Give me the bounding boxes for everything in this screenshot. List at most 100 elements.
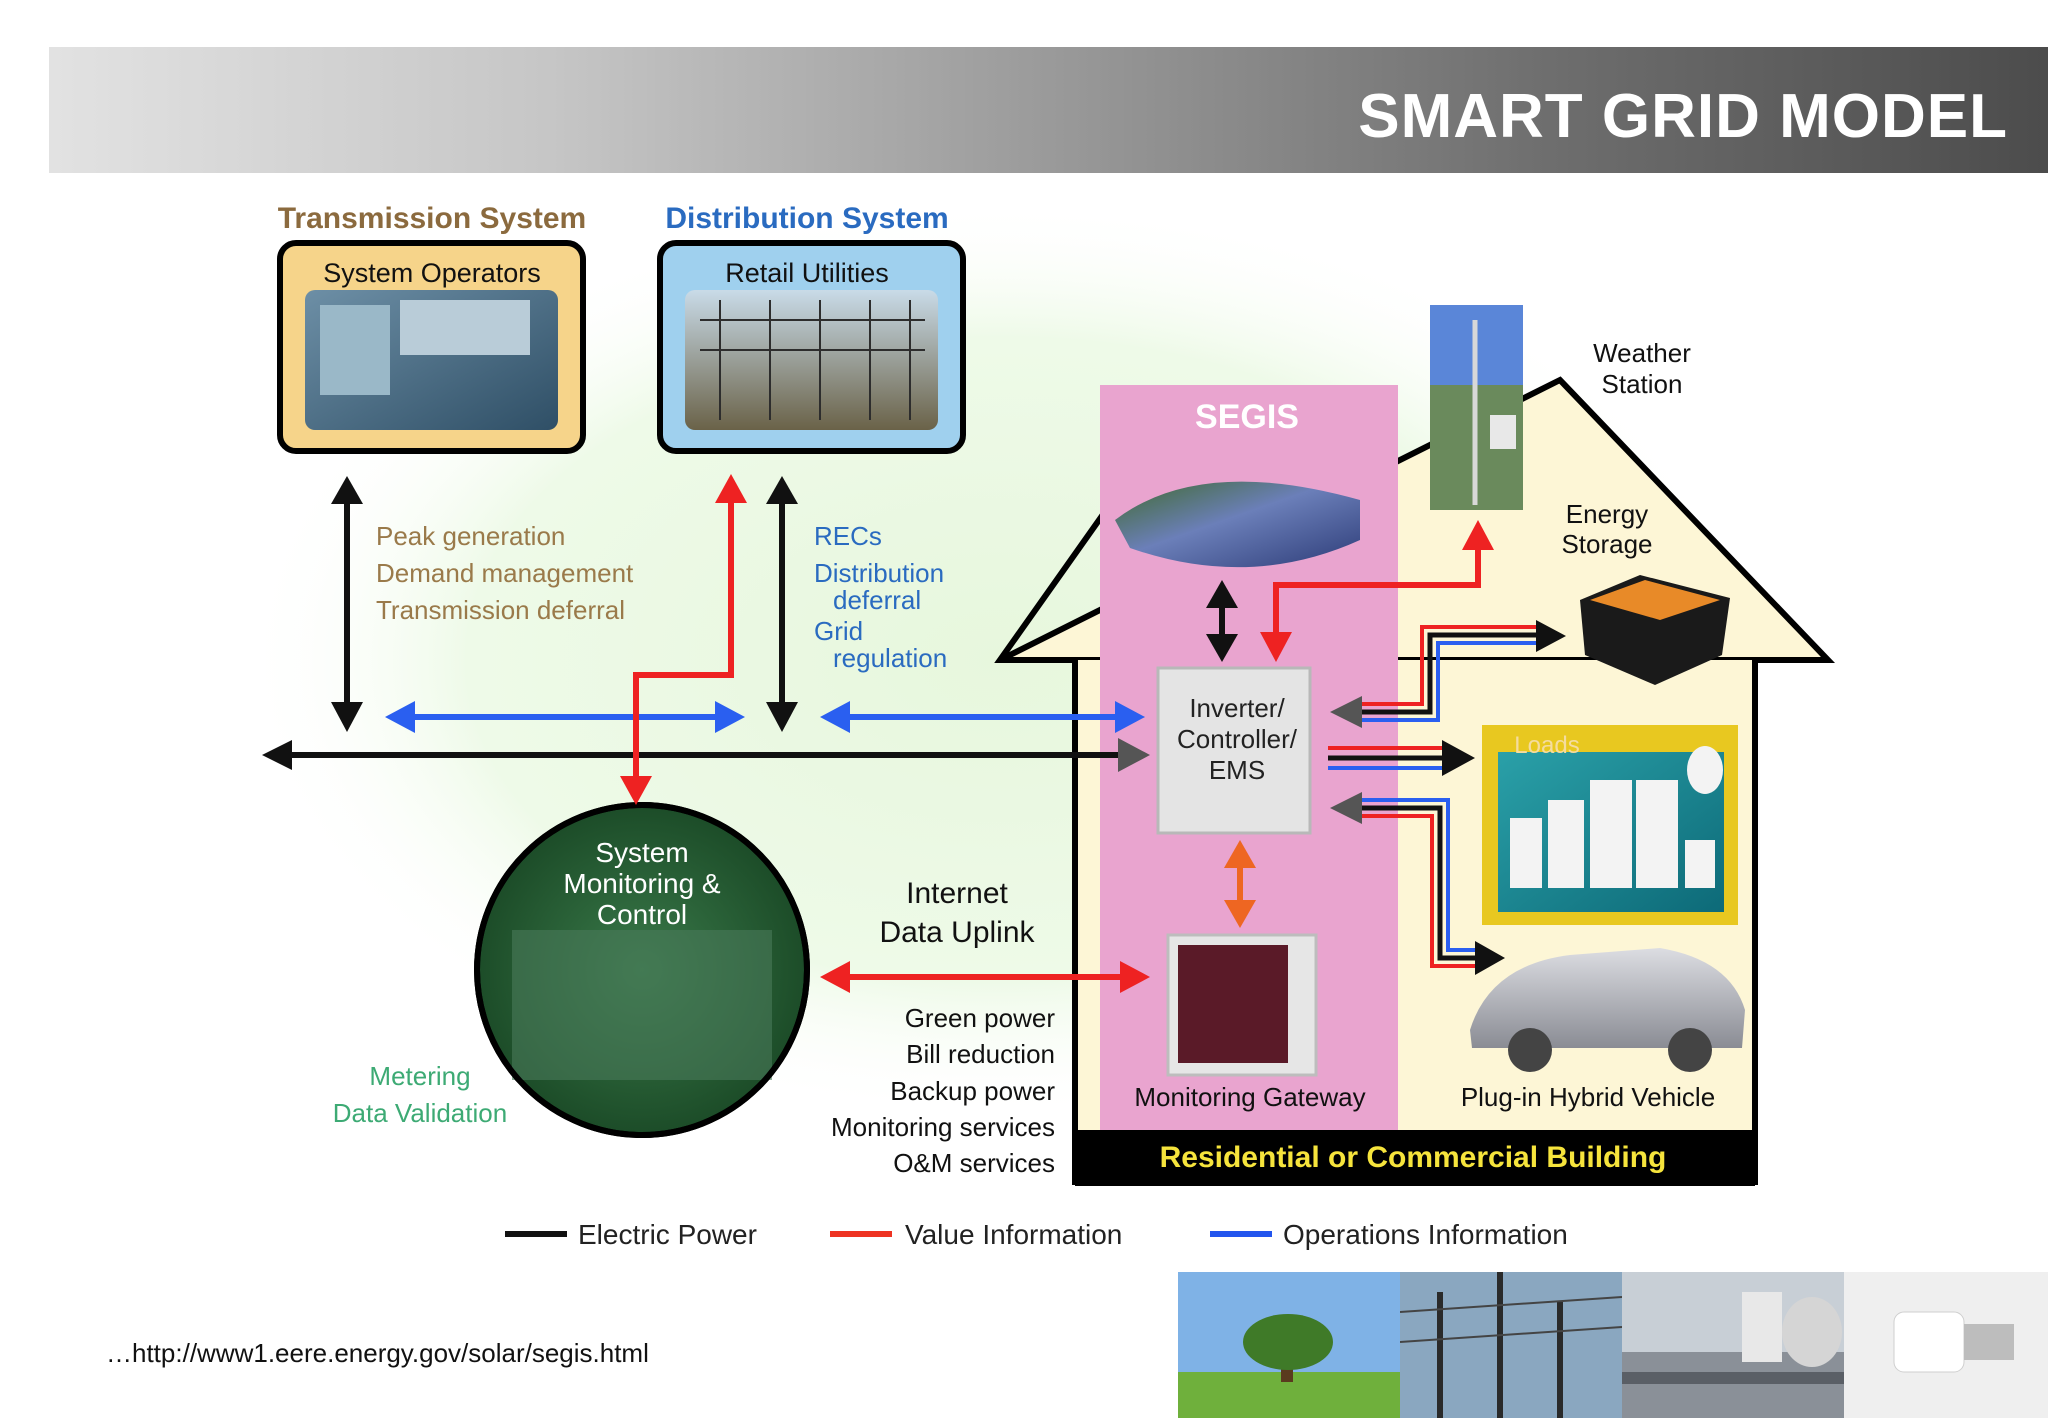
slide-header: SMART GRID MODEL	[49, 47, 2048, 173]
hybrid-car-photo	[1470, 948, 1745, 1048]
arrowhead	[1206, 580, 1238, 608]
slide-title: SMART GRID MODEL	[1358, 82, 2008, 151]
house-outline-right	[1752, 657, 1828, 1185]
benefit-peak-generation: Peak generation	[376, 521, 565, 551]
building-bar	[1075, 1130, 1755, 1186]
appliances	[1510, 746, 1723, 888]
gateway-panel	[1178, 945, 1288, 1063]
control-panel	[320, 305, 390, 395]
data-validation-label: Data Validation	[333, 1098, 507, 1128]
arrowhead	[1260, 632, 1292, 662]
inverter-label: Inverter/	[1189, 693, 1285, 723]
monitoring-circle-border	[474, 802, 810, 1138]
arrowhead	[715, 474, 747, 503]
plug-in-hybrid-label: Plug-in Hybrid Vehicle	[1461, 1082, 1715, 1112]
loads-label: Loads	[1514, 732, 1579, 759]
data-uplink-label: Data Uplink	[879, 916, 1035, 949]
weather-sensor	[1490, 415, 1516, 449]
legend-value-information: Value Information	[905, 1219, 1122, 1250]
benefit-backup-power: Backup power	[890, 1076, 1055, 1106]
substation-tile-photo	[1400, 1272, 1622, 1418]
benefit-grid: Grid	[814, 616, 863, 646]
substation-photo	[685, 290, 938, 430]
legend: Electric Power Value Information Operati…	[505, 1219, 1568, 1250]
pipeline-photo	[1622, 1272, 1844, 1418]
weather-station-label-2: Station	[1602, 369, 1683, 399]
system-operators-label: System Operators	[323, 258, 541, 288]
legend-electric-power: Electric Power	[578, 1219, 757, 1250]
arrowhead	[766, 702, 798, 732]
benefit-green-power: Green power	[905, 1003, 1056, 1033]
benefit-regulation: regulation	[833, 643, 947, 673]
internet-label: Internet	[906, 877, 1008, 910]
arrowhead	[1442, 740, 1475, 776]
connections	[262, 474, 1566, 993]
metering-label: Metering	[369, 1061, 470, 1091]
battery-power-line	[1352, 632, 1540, 715]
benefit-bill-reduction: Bill reduction	[906, 1039, 1055, 1069]
car-value-line	[1352, 814, 1478, 968]
server-rack-photo	[512, 930, 772, 1080]
car-ops-line	[1352, 798, 1478, 952]
arrowhead	[1206, 634, 1238, 662]
arrowhead	[620, 776, 652, 805]
battery-ops-line	[1352, 641, 1540, 722]
benefit-recs: RECs	[814, 521, 882, 551]
arrowhead	[715, 701, 745, 733]
arrowhead	[262, 740, 292, 770]
weather-station-label: Weather	[1593, 338, 1691, 368]
inverter-device	[1156, 666, 1312, 835]
house-outline-left	[994, 446, 1153, 1185]
building-label: Residential or Commercial Building	[1160, 1141, 1667, 1174]
monitoring-label-3: Control	[597, 899, 687, 930]
benefit-monitoring-services: Monitoring services	[831, 1112, 1055, 1142]
photo-strip	[1178, 1272, 2048, 1418]
arrowhead	[1330, 792, 1362, 824]
battery-top	[1590, 580, 1720, 620]
car-power-line	[1352, 805, 1478, 961]
source-link[interactable]: …http://www1.eere.energy.gov/solar/segis…	[106, 1338, 649, 1368]
retail-utilities-label: Retail Utilities	[725, 258, 889, 288]
bulb-photo-graphic	[1844, 1272, 2048, 1418]
arrowhead	[766, 476, 798, 504]
monitoring-label-2: Monitoring &	[563, 868, 721, 899]
arrowhead	[1536, 620, 1566, 652]
arrowhead	[1475, 941, 1505, 975]
tree-photo	[1178, 1272, 1400, 1418]
benefit-distribution: Distribution	[814, 558, 944, 588]
energy-storage-label-2: Storage	[1561, 529, 1652, 559]
arrowhead	[820, 961, 850, 993]
arrowhead	[1224, 900, 1256, 928]
energy-storage-label: Energy	[1566, 499, 1648, 529]
utility-value-line	[633, 500, 734, 780]
arrowhead	[1115, 701, 1145, 733]
arrowhead	[1120, 961, 1150, 993]
battery-value-line	[1352, 625, 1540, 706]
arrowhead	[1462, 520, 1494, 550]
arrowhead	[385, 701, 415, 733]
arrowhead	[331, 476, 363, 504]
arrowhead	[1330, 696, 1362, 728]
transmission-system-label: Transmission System	[278, 202, 586, 235]
distribution-system-label: Distribution System	[665, 202, 948, 235]
arrowhead	[1224, 840, 1256, 868]
substation-structure	[700, 300, 925, 420]
monitoring-label-1: System	[595, 837, 688, 868]
arrowhead	[331, 702, 363, 732]
control-screens	[400, 300, 530, 355]
car-wheel-rear	[1668, 1028, 1712, 1072]
benefit-om-services: O&M services	[893, 1148, 1055, 1178]
ems-label: EMS	[1209, 755, 1265, 785]
tree-photo-graphic	[1178, 1272, 1400, 1418]
weather-value-line	[1273, 550, 1481, 640]
car-wheel-front	[1508, 1028, 1552, 1072]
bulb-photo	[1844, 1272, 2048, 1418]
benefit-transmission-deferral: Transmission deferral	[376, 595, 625, 625]
monitoring-gateway-label: Monitoring Gateway	[1134, 1082, 1365, 1112]
arrowhead	[820, 701, 850, 733]
substation-tile-graphic	[1400, 1272, 1622, 1418]
solar-panel-photo	[1115, 481, 1360, 568]
benefit-demand-management: Demand management	[376, 558, 634, 588]
pipeline-photo-graphic	[1622, 1272, 1844, 1418]
